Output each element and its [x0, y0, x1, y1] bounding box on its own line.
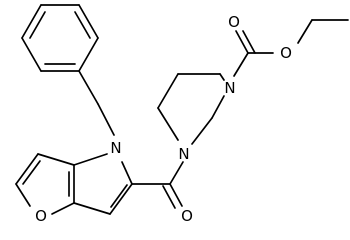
bond: [211, 95, 225, 119]
bond: [219, 73, 225, 81]
furan-oxygen-label: O: [35, 207, 47, 225]
bond: [22, 160, 41, 185]
bond: [97, 103, 115, 136]
pyrrole-ring: [73, 153, 133, 215]
bond: [78, 37, 99, 72]
carbamate-oxygen-label: O: [228, 13, 240, 31]
bond: [297, 19, 313, 44]
bond: [157, 107, 179, 141]
bond: [191, 117, 213, 145]
bond: [37, 153, 75, 166]
ester-oxygen-label: O: [280, 44, 292, 62]
bond: [51, 202, 75, 215]
bond: [169, 161, 184, 185]
bond: [78, 4, 99, 39]
bond: [21, 4, 42, 39]
bond: [21, 37, 42, 72]
bond: [73, 202, 111, 215]
bond: [242, 30, 256, 54]
bond: [73, 153, 108, 166]
bond: [15, 183, 31, 207]
piperazine-ring: [157, 73, 225, 145]
bond: [121, 161, 133, 185]
furan-ring: [15, 153, 75, 215]
bond: [29, 11, 46, 39]
bond: [78, 70, 99, 105]
carbonyl-oxygen-label: O: [181, 207, 193, 225]
piperazine-nitrogen-label: N: [178, 145, 189, 163]
carbonyl-group: [131, 161, 184, 209]
chemical-structure-diagram: O O N N N O O: [15, 4, 349, 225]
benzene-ring: [21, 4, 99, 72]
ester-nitrogen-label: N: [224, 79, 235, 97]
bond: [109, 183, 133, 215]
bond: [74, 11, 91, 39]
bond: [15, 153, 39, 185]
pyrrole-nitrogen-label: N: [110, 139, 121, 157]
bond: [235, 30, 249, 54]
bond: [169, 183, 183, 207]
bond: [233, 52, 249, 77]
bond: [110, 184, 128, 208]
bond: [162, 185, 176, 209]
carbamate-group: [233, 30, 274, 77]
bond: [157, 73, 179, 109]
ethyl-group: [297, 19, 349, 44]
